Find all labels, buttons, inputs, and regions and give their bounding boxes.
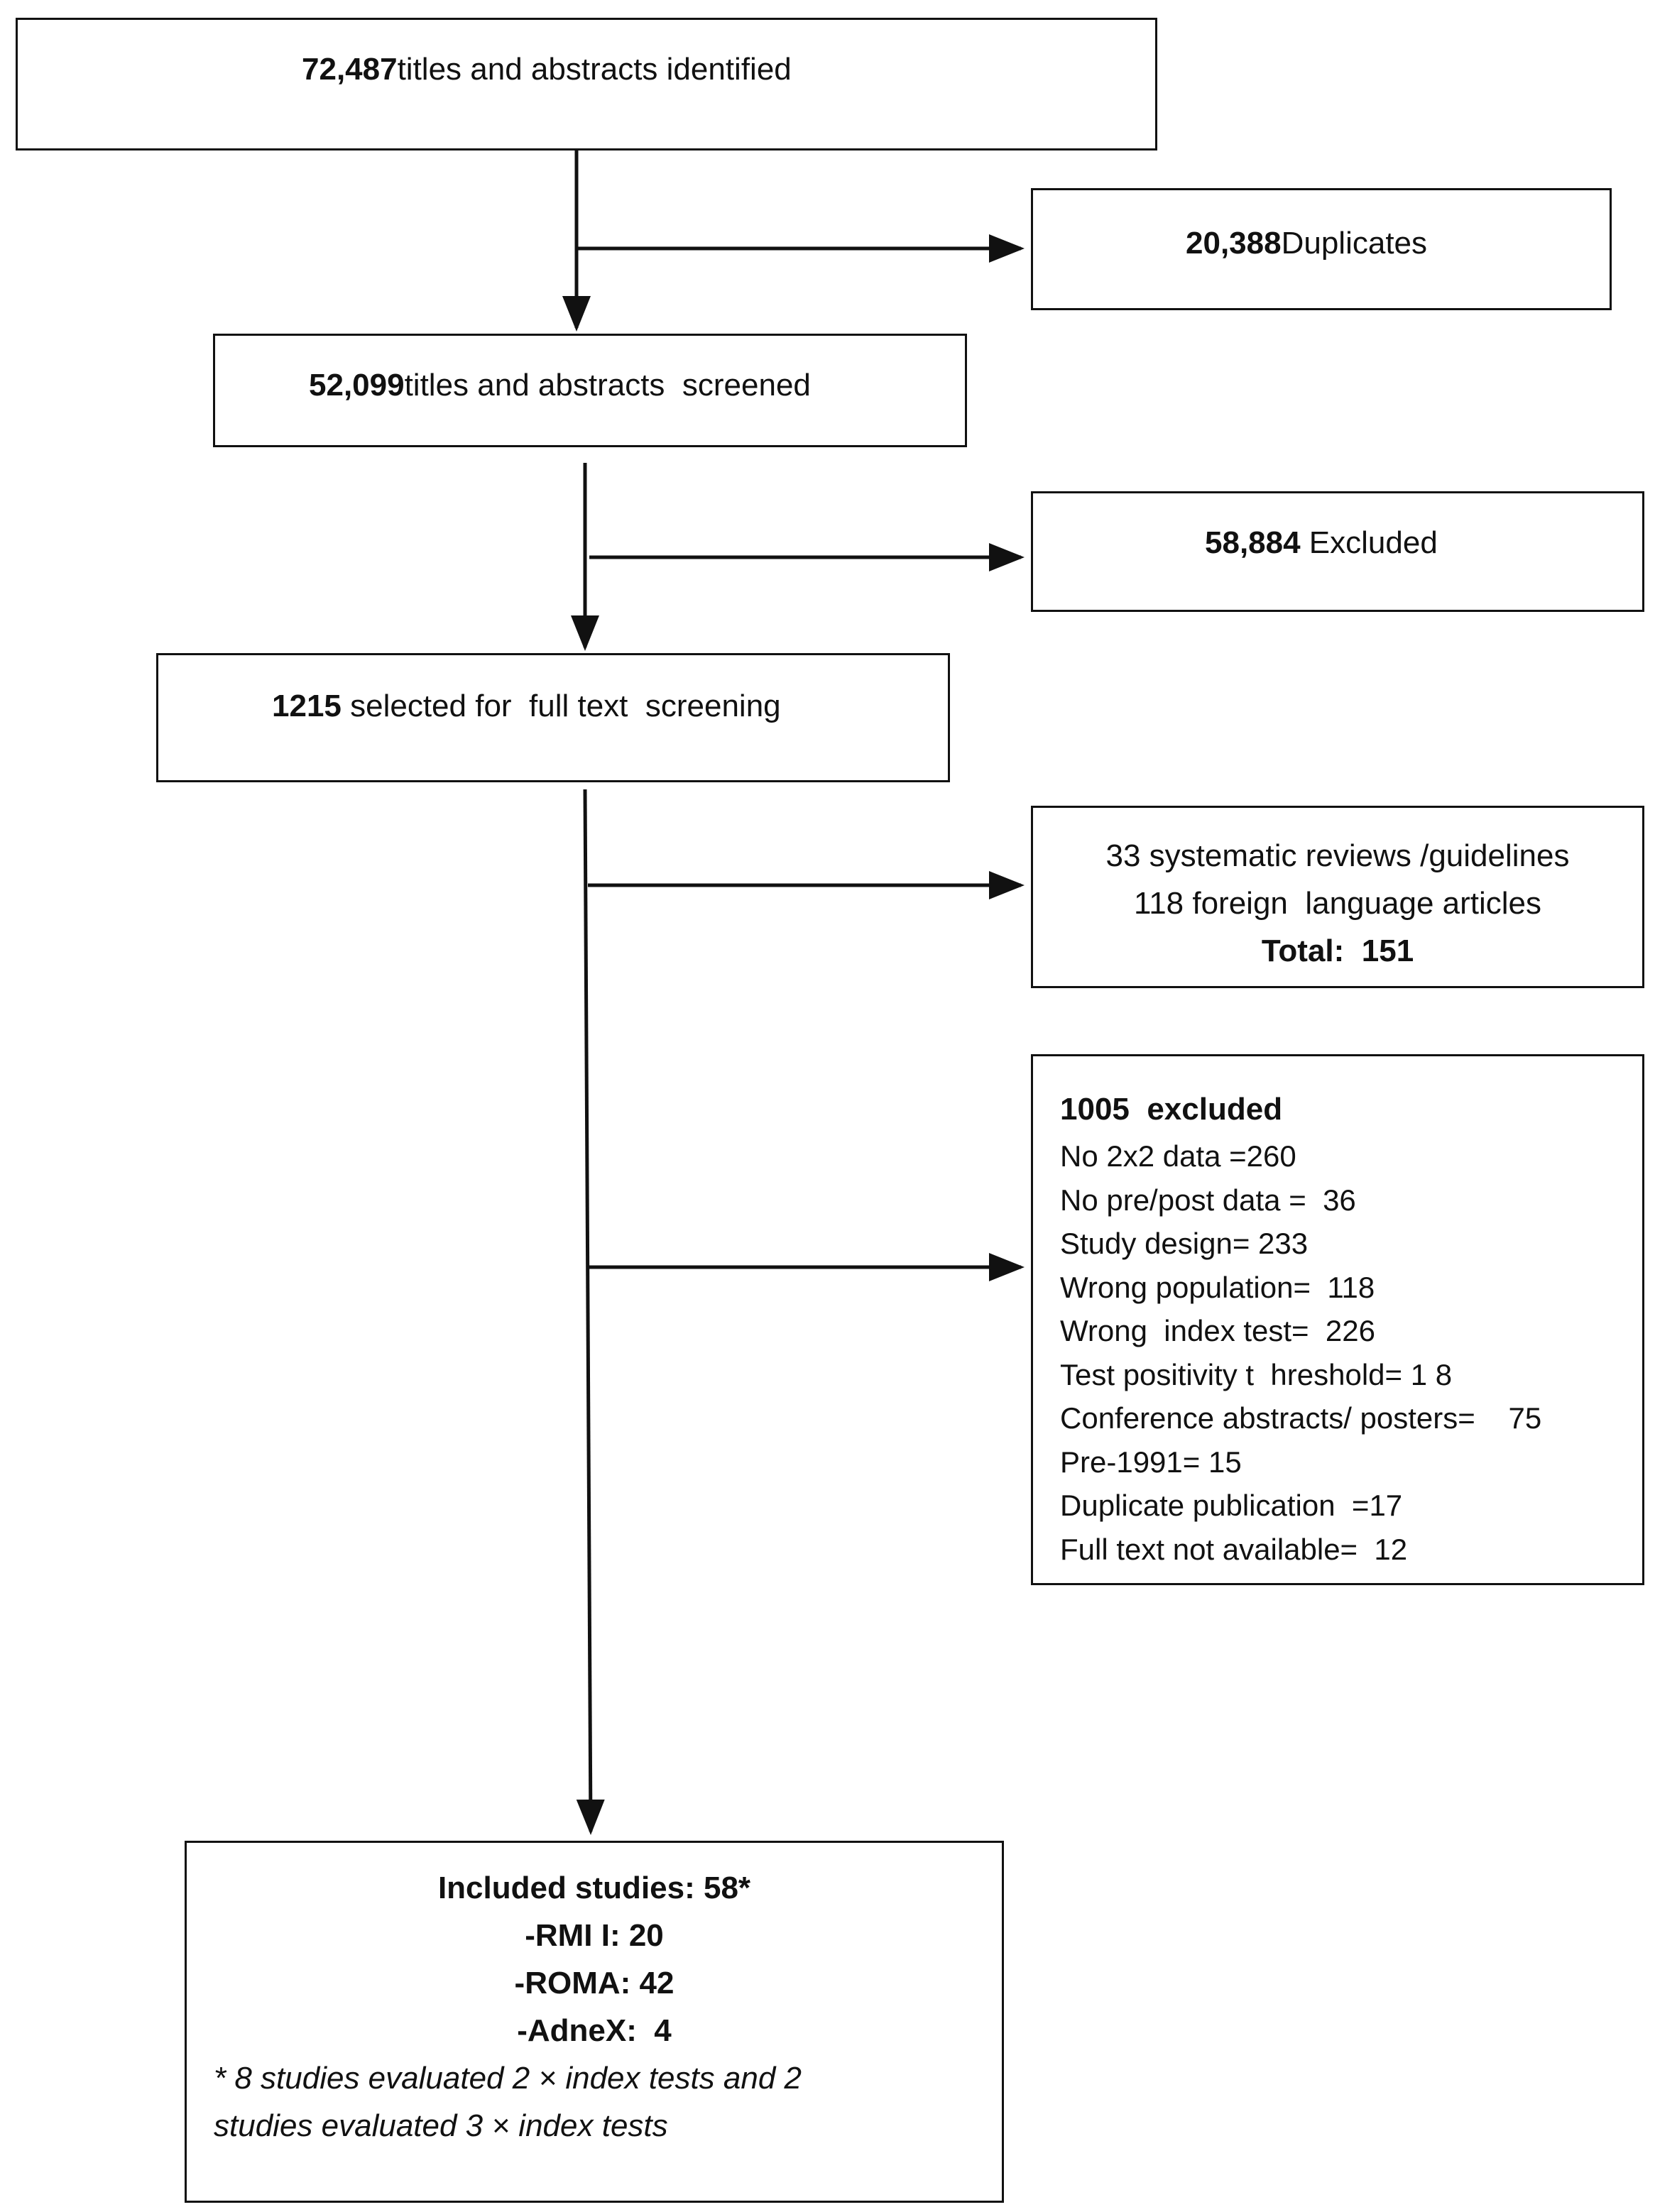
reviews-line2: 118 foreign language articles	[1133, 886, 1542, 921]
reason-item: Conference abstracts/ posters= 75	[1060, 1401, 1542, 1435]
reason-item: Test positivity t hreshold= 1 8	[1060, 1357, 1453, 1391]
duplicates-box: 20,388Duplicates	[1031, 188, 1612, 310]
excluded-box: 58,884 Excluded	[1031, 491, 1644, 612]
selected-count: 1215	[272, 689, 342, 723]
duplicates-count: 20,388	[1186, 226, 1282, 261]
excluded-text: Excluded	[1300, 525, 1438, 560]
excluded-reasons-title: 1005 excluded	[1060, 1092, 1283, 1127]
included-item-adnex: -AdneX: 4	[517, 2013, 672, 2048]
reviews-line1: 33 systematic reviews /guidelines	[1105, 838, 1570, 873]
excluded-count: 58,884	[1205, 525, 1301, 560]
arrow-selected-to-included	[576, 789, 605, 1835]
screened-box: 52,099titles and abstracts screened	[213, 334, 967, 447]
included-note-line2: studies evaluated 3 × index tests	[214, 2108, 668, 2143]
reason-item: No pre/post data = 36	[1060, 1183, 1356, 1217]
included-item-roma: -ROMA: 42	[514, 1966, 674, 2000]
excluded-reasons-box: 1005 excluded No 2x2 data =260 No pre/po…	[1031, 1054, 1644, 1585]
included-item-rmi: -RMI I: 20	[525, 1918, 664, 1953]
reviews-total: Total: 151	[1261, 933, 1414, 968]
reason-item: Wrong index test= 226	[1060, 1314, 1375, 1347]
identified-box: 72,487titles and abstracts identified	[16, 18, 1157, 150]
reason-item: Pre-1991= 15	[1060, 1445, 1242, 1479]
selected-box: 1215 selected for full text screening	[156, 653, 950, 782]
included-box: Included studies: 58* -RMI I: 20 -ROMA: …	[185, 1841, 1004, 2203]
reason-item: Study design= 233	[1060, 1227, 1309, 1260]
reason-item: Full text not available= 12	[1060, 1532, 1408, 1566]
reason-item: No 2x2 data =260	[1060, 1139, 1296, 1173]
screened-text: titles and abstracts screened	[404, 368, 811, 403]
included-note-line1: * 8 studies evaluated 2 × index tests an…	[214, 2061, 802, 2096]
identified-count: 72,487	[302, 52, 398, 87]
duplicates-text: Duplicates	[1281, 226, 1428, 261]
included-title: Included studies: 58*	[437, 1871, 751, 1905]
reason-item: Duplicate publication =17	[1060, 1489, 1403, 1522]
reason-item: Wrong population= 118	[1060, 1270, 1375, 1304]
selected-text: selected for full text screening	[341, 689, 781, 723]
screened-count: 52,099	[309, 368, 405, 403]
reviews-box: 33 systematic reviews /guidelines 118 fo…	[1031, 806, 1644, 988]
identified-text: titles and abstracts identified	[397, 52, 792, 87]
